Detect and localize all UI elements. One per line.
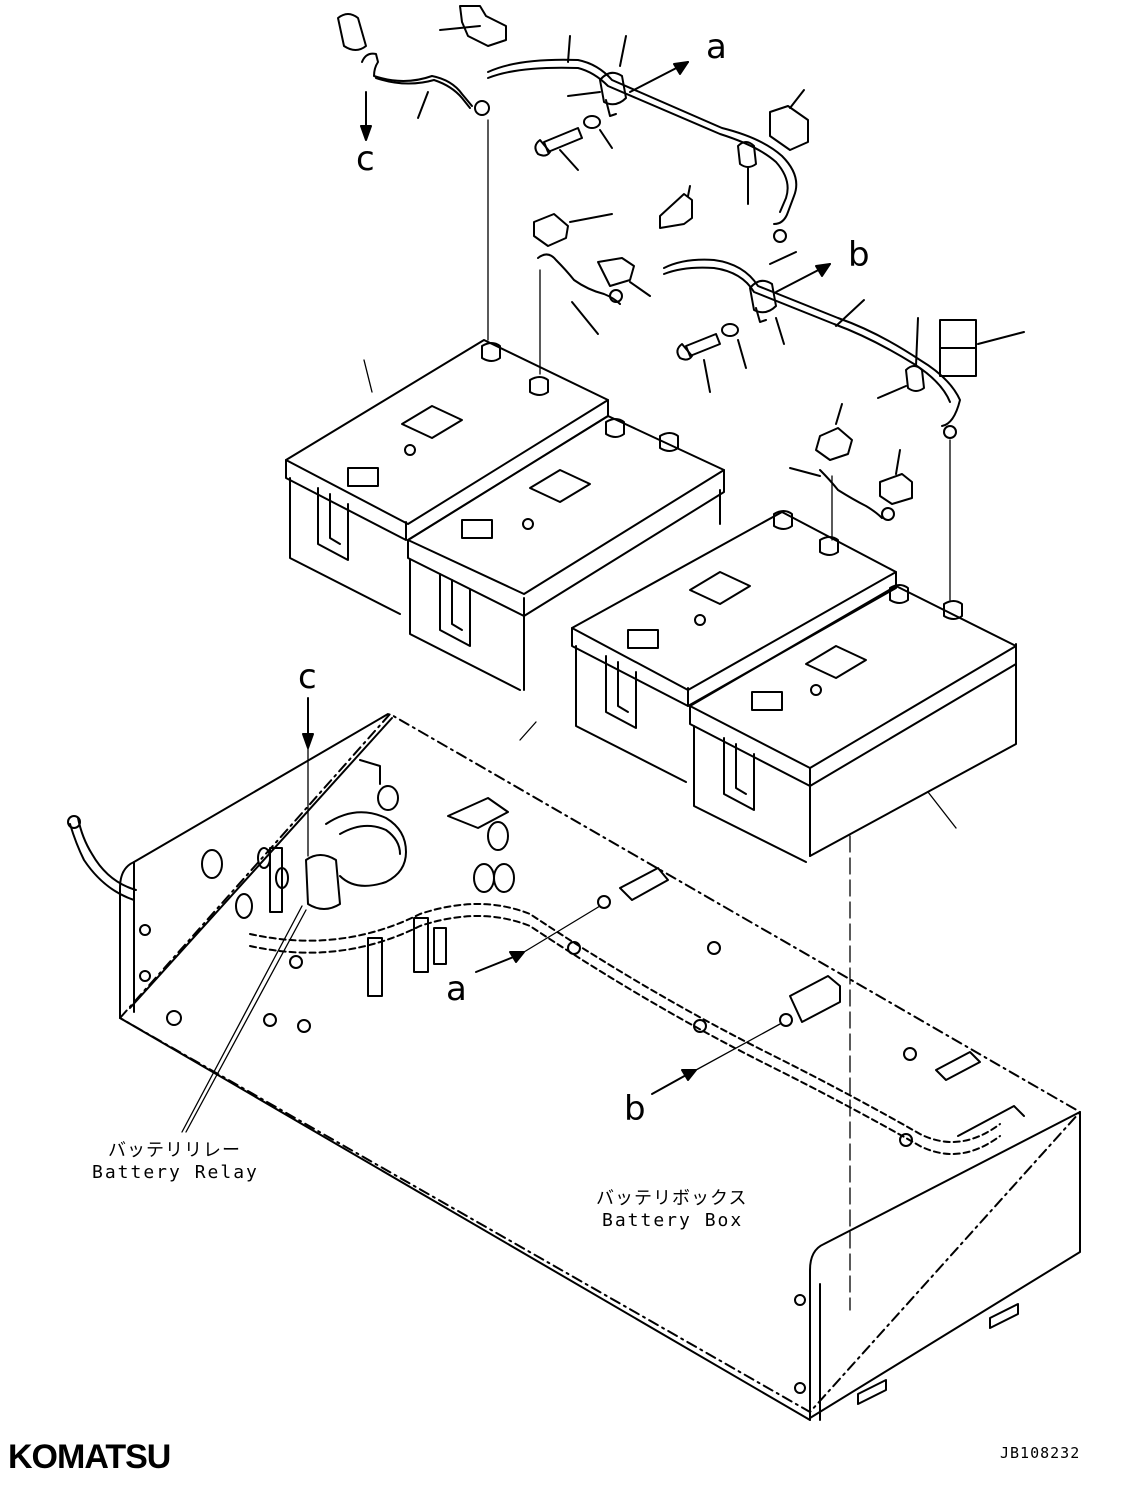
battery-box (119, 713, 1081, 1421)
battery-box-label-en: Battery Box (602, 1210, 744, 1231)
battery-relay-label-jp: バッテリリレー (108, 1140, 241, 1161)
battery-4 (689, 584, 1017, 863)
callout-a-bottom: a (446, 969, 467, 1009)
callout-b-bottom: b (624, 1089, 646, 1129)
komatsu-logo: KOMATSU (8, 1438, 171, 1476)
battery-relay-label-en: Battery Relay (92, 1162, 259, 1183)
battery-box-label-jp: バッテリボックス (596, 1188, 748, 1209)
top-cable-set (337, 5, 1025, 521)
battery-2 (407, 415, 725, 691)
battery-3 (519, 510, 897, 783)
callout-b-top: b (848, 235, 870, 275)
arrow-a-bottom (475, 955, 517, 973)
drawing-code: JB108232 (1000, 1444, 1081, 1462)
callout-c-top: c (356, 139, 375, 179)
arrow-b-bottom (651, 1073, 689, 1095)
callout-c-mid: c (298, 657, 317, 697)
callout-a-top: a (706, 27, 727, 67)
battery-relay (235, 759, 407, 919)
ground-cable (69, 823, 135, 901)
